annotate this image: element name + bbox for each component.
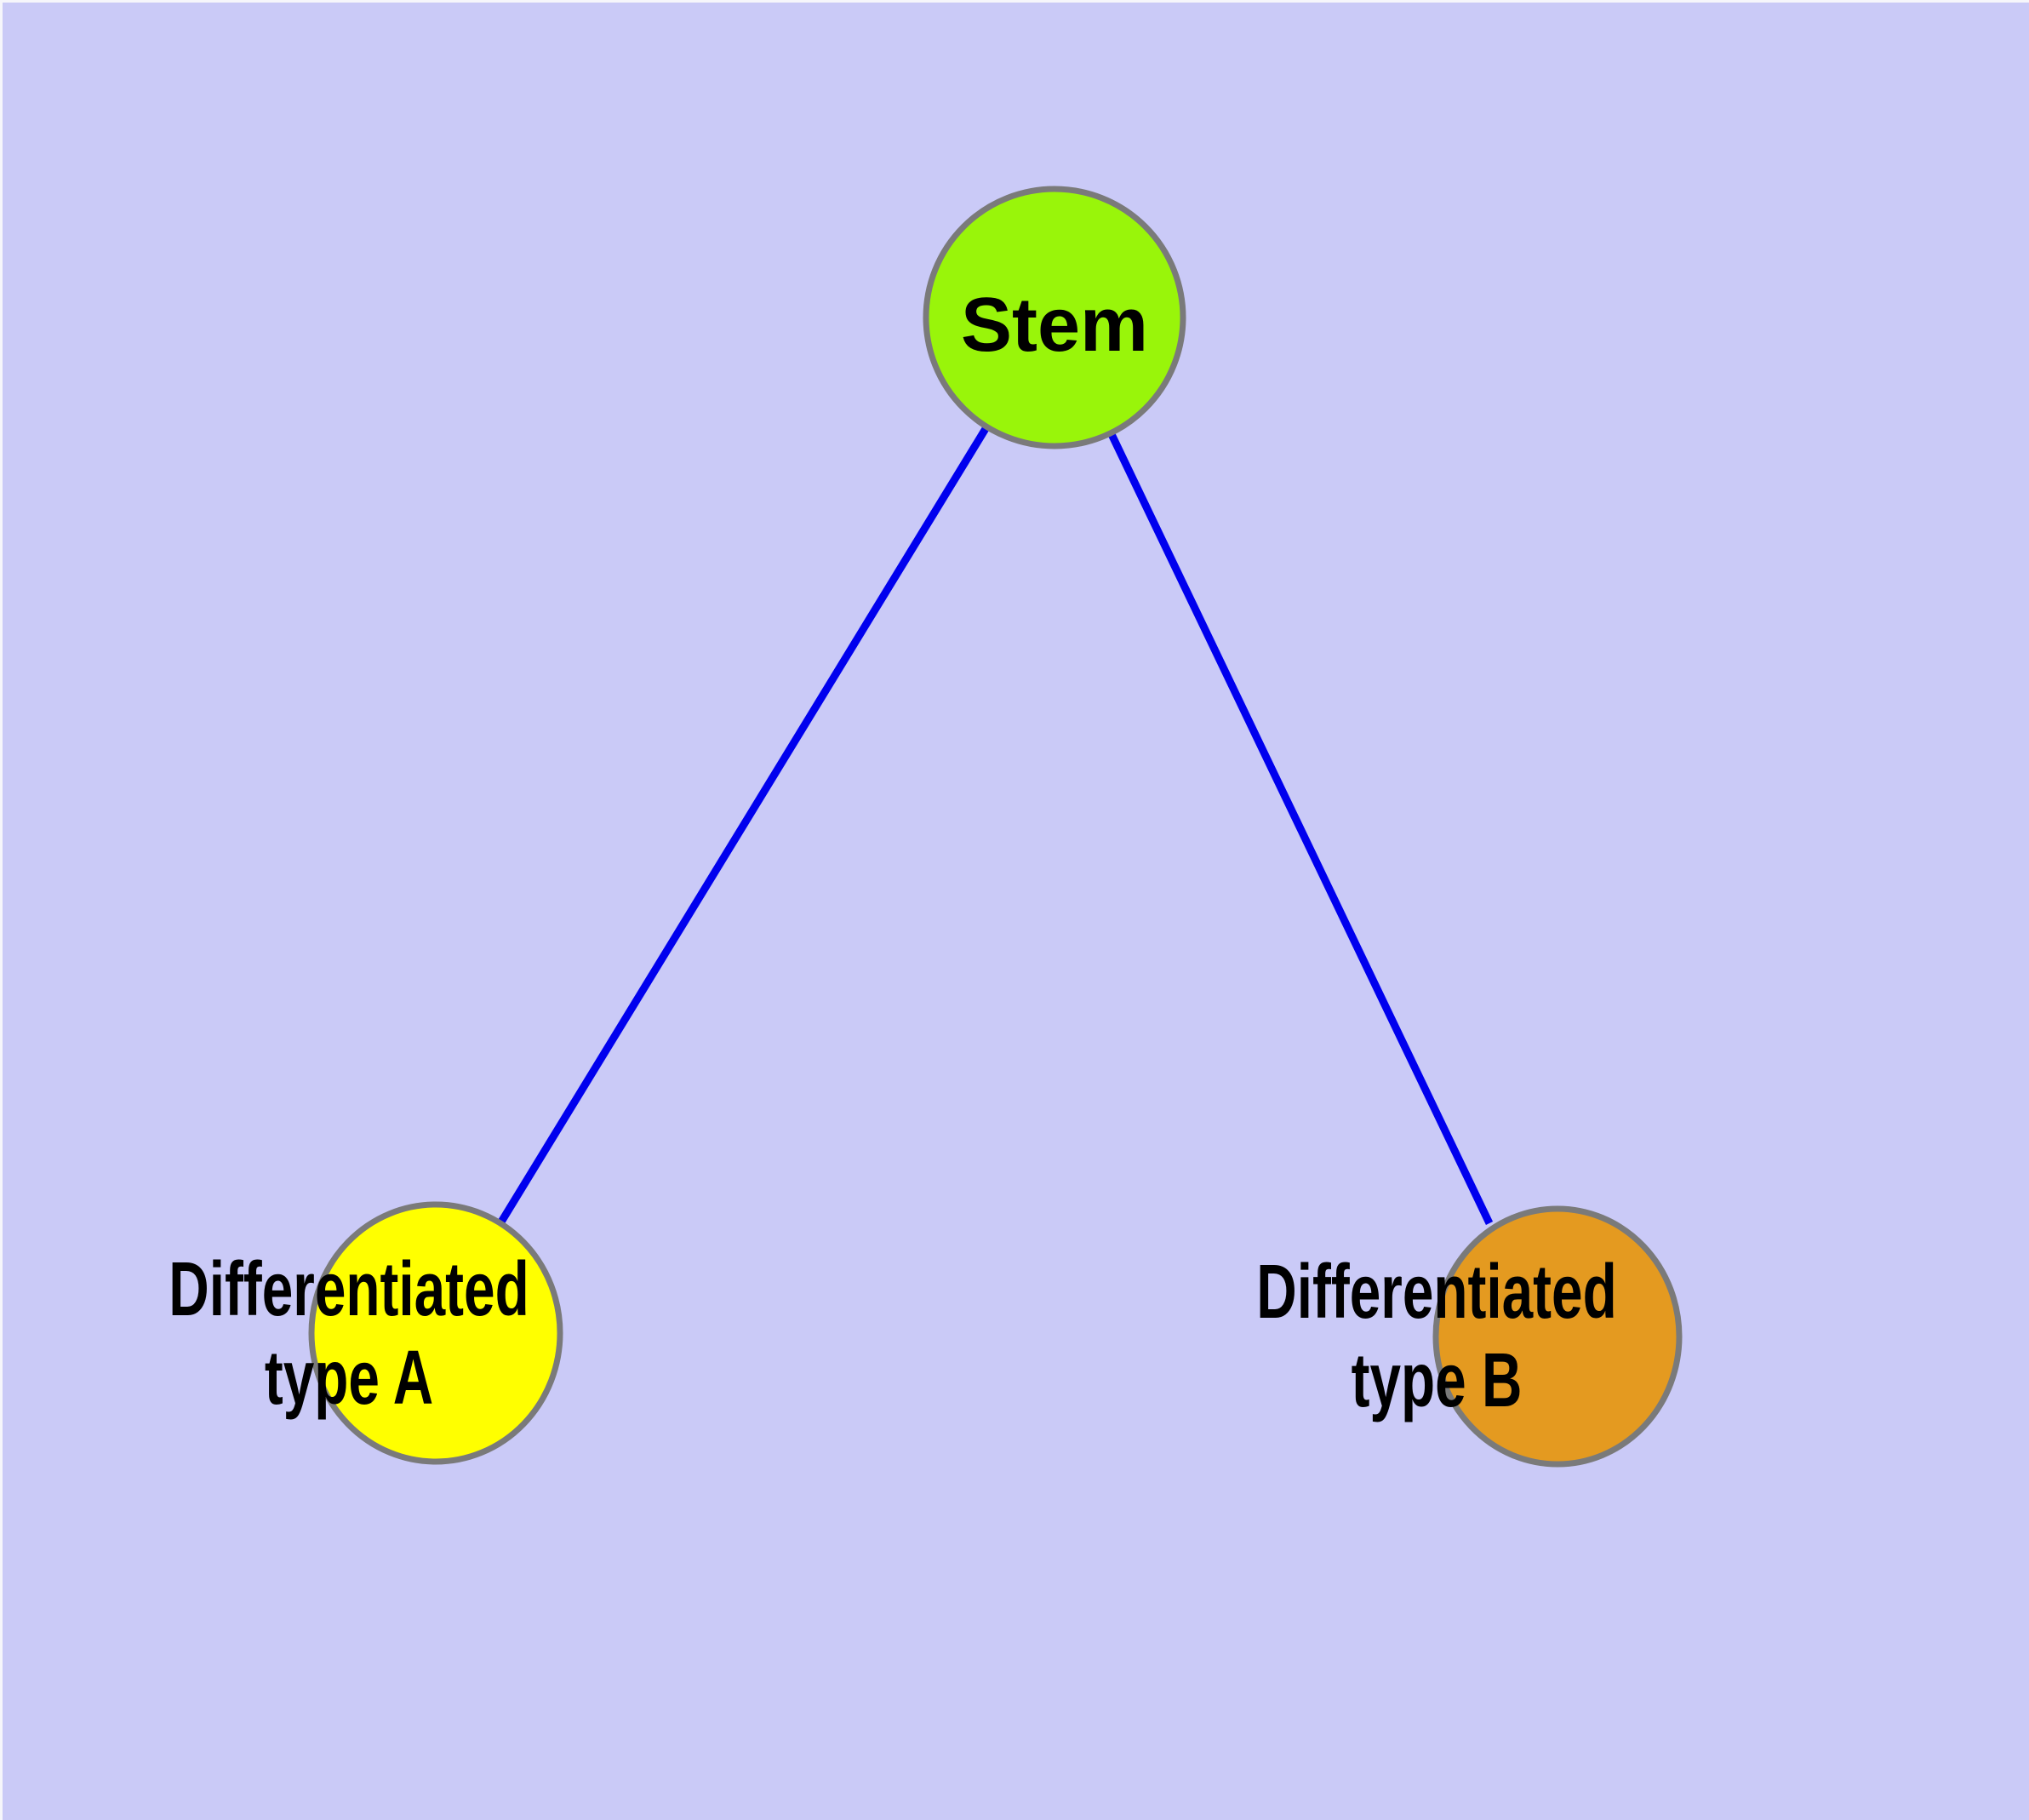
stem-node-label-text: Stem [960,283,1149,368]
type-a-label-line1: Differentiated [169,1247,529,1332]
edge-stem-to-type-a [497,425,990,1226]
stem-node-label: Stem [961,281,1148,369]
node-differentiated-type-b [1432,1205,1683,1468]
edge-stem-to-type-b [1106,431,1494,1225]
type-a-label-line2: type A [264,1336,434,1421]
frame-edge-top [0,0,2029,3]
type-b-label-line2: type B [1351,1338,1523,1423]
frame-edge-left [0,0,3,1820]
type-b-node-label: Differentiated type B [1256,1248,1616,1425]
type-b-label-line1: Differentiated [1256,1250,1617,1335]
node-differentiated-type-a [308,1201,563,1465]
type-a-node-label: Differentiated type A [169,1245,529,1422]
node-stem [923,186,1186,449]
